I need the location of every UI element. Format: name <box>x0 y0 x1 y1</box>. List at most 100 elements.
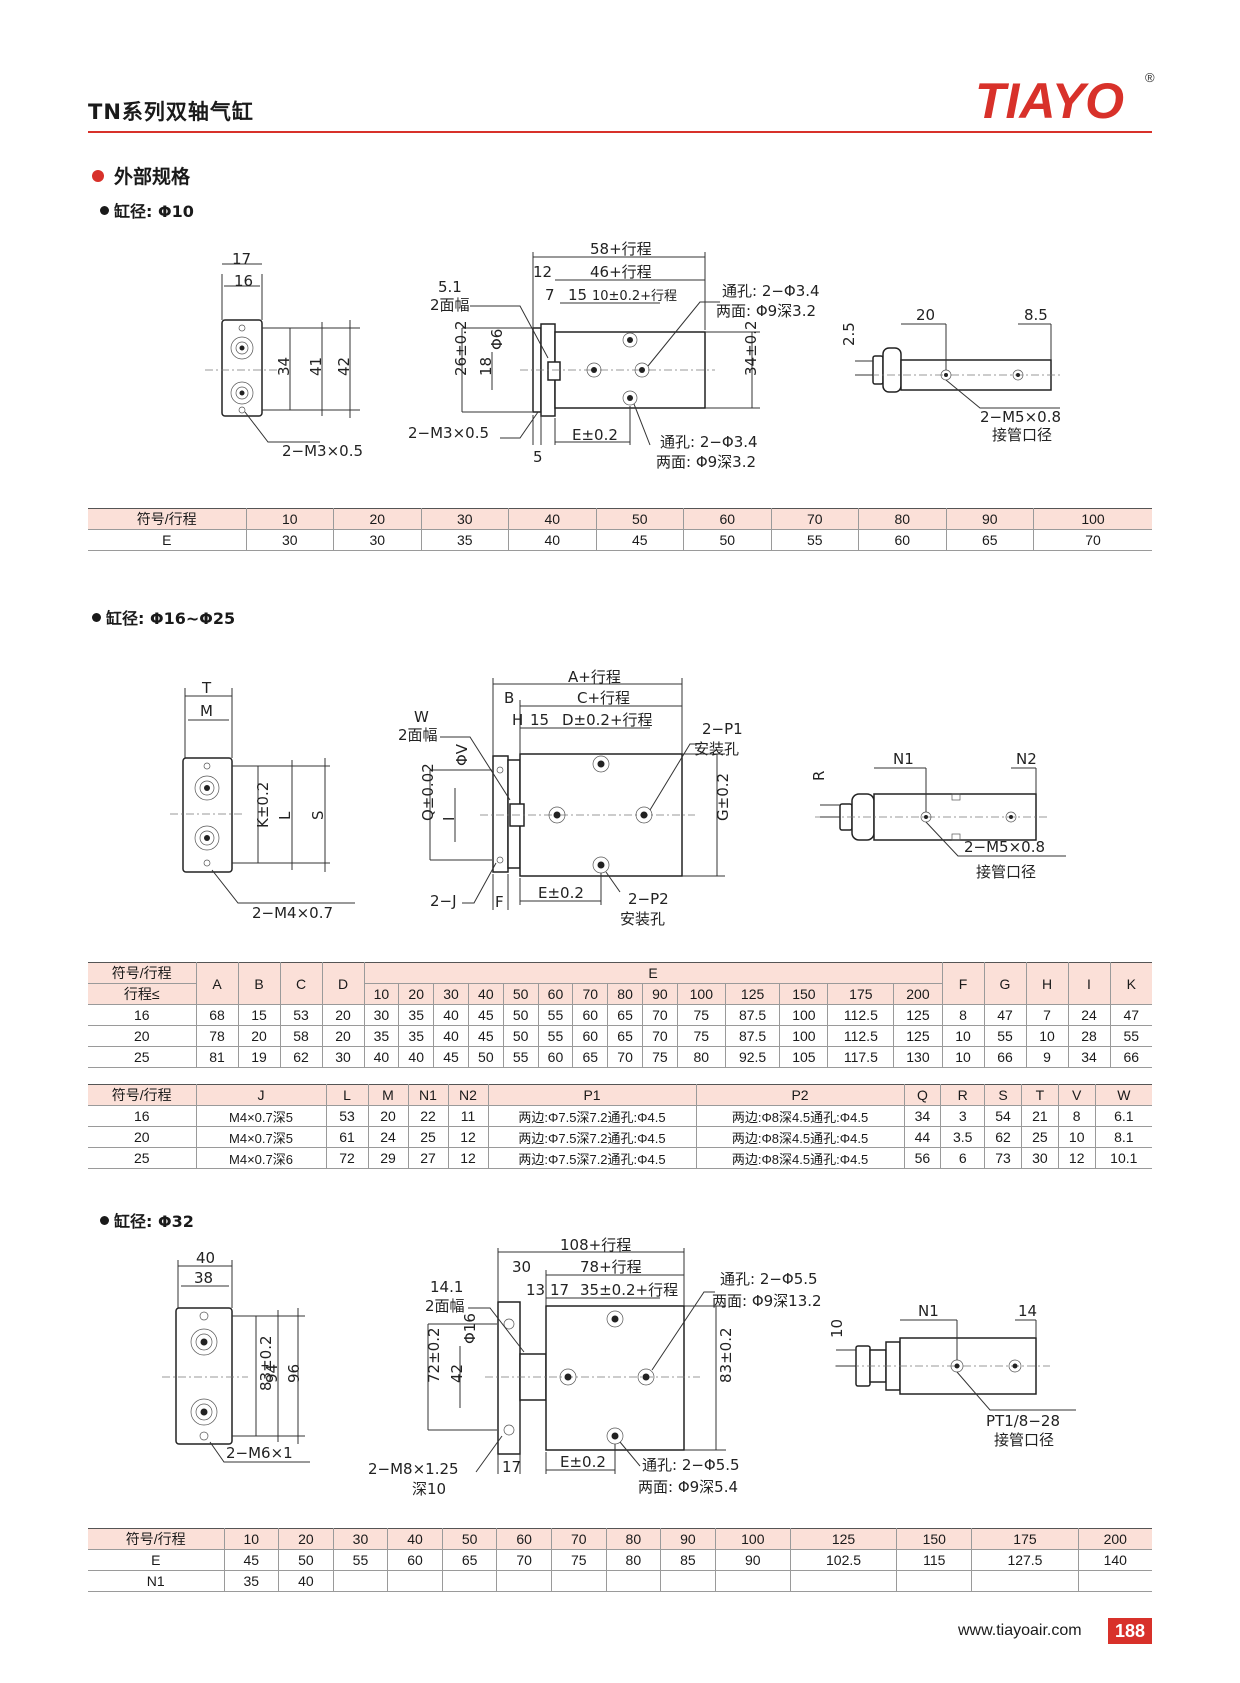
top-view-32: 10 N1 14 PT1/8−28 接管口径 <box>828 1302 1076 1449</box>
table-cell: 200 <box>893 983 942 1005</box>
red-dot-icon <box>92 169 104 182</box>
port-label: 2−M5×0.8 <box>980 408 1061 426</box>
table-cell: 7 <box>1025 1004 1068 1026</box>
front-view-10: 17 16 34 41 42 2−M3×0.5 <box>205 250 363 460</box>
table-cell: V <box>1057 1084 1096 1106</box>
table-cell: 35 <box>363 1025 399 1047</box>
table-cell: 125 <box>724 983 780 1005</box>
flat-label: 2面幅 <box>425 1297 465 1315</box>
table-cell: 30 <box>245 529 334 551</box>
table-cell: H <box>1025 962 1068 1005</box>
table-cell: C <box>279 962 322 1005</box>
hole-top-line1: 通孔: 2−Φ3.4 <box>722 282 820 300</box>
table-cell: F <box>941 962 984 1005</box>
table-cell <box>1077 1570 1152 1592</box>
table-cell: 19 <box>237 1046 280 1068</box>
table-cell: 50 <box>502 1025 539 1047</box>
table-cell: 40 <box>508 529 596 551</box>
side-view-32: 108+行程 78+行程 30 13 17 35±0.2+行程 14.1 2面幅… <box>368 1236 822 1498</box>
table-cell: 28 <box>1067 1025 1110 1047</box>
table-cell: 30 <box>333 529 421 551</box>
table-cell: 87.5 <box>724 1004 780 1026</box>
table-cell: 175 <box>971 1528 1079 1550</box>
table-cell: 60 <box>858 529 946 551</box>
table-cell: 200 <box>1077 1528 1152 1550</box>
drawing-bore-32: 40 38 83±0.2 94 96 2−M6×1 108+行程 78+行程 3… <box>162 1236 1076 1498</box>
table-cell: 3.5 <box>940 1126 985 1148</box>
dim-e: E±0.2 <box>572 426 618 444</box>
dim-46-stroke: 46+行程 <box>590 263 652 281</box>
table-cell: 50 <box>595 508 684 530</box>
table-cell: 12 <box>447 1147 488 1169</box>
table-cell: 符号/行程 <box>88 1084 196 1106</box>
front-thread-label: 2−M6×1 <box>226 1444 293 1462</box>
table-cell: 45 <box>595 529 684 551</box>
dim-108-stroke: 108+行程 <box>560 1236 631 1254</box>
table-cell: 115 <box>896 1549 972 1571</box>
table-cell: J <box>195 1084 326 1106</box>
port-caption: 接管口径 <box>992 426 1052 444</box>
table-cell: 29 <box>367 1147 408 1169</box>
table-cell: 10 <box>941 1046 984 1068</box>
table-cell: 55 <box>983 1025 1026 1047</box>
table-cell: M4×0.7深5 <box>195 1126 326 1148</box>
p2-line1: 2−P2 <box>628 890 669 908</box>
table-cell: 两边:Φ7.5深7.2通孔:Φ4.5 <box>487 1147 696 1169</box>
dim-l: L <box>276 811 294 820</box>
table-cell: 45 <box>467 1004 504 1026</box>
table-cell <box>714 1570 791 1592</box>
table-cell: 66 <box>1109 1046 1152 1068</box>
table-cell: 25 <box>407 1126 448 1148</box>
table-cell: 150 <box>896 1528 972 1550</box>
dim-q: Q±0.02 <box>419 763 437 821</box>
table-cell: 8.1 <box>1094 1126 1152 1148</box>
table-cell: 20 <box>321 1004 364 1026</box>
dim-2-5: 2.5 <box>840 322 858 346</box>
table-cell: 90 <box>660 1528 716 1550</box>
table-cell: 50 <box>467 1046 504 1068</box>
table-cell: 87.5 <box>724 1025 780 1047</box>
table-cell: 80 <box>605 1549 661 1571</box>
footer-url[interactable]: www.tiayoair.com <box>958 1622 1082 1639</box>
table-cell: G <box>983 962 1026 1005</box>
dim-n2: N2 <box>1016 750 1037 768</box>
page-number-badge: 188 <box>1108 1618 1152 1644</box>
table-cell: N1 <box>407 1084 448 1106</box>
table-header-row: 符号/行程 A B C D E F G H I K <box>88 962 1152 1005</box>
table-cell: 73 <box>984 1147 1022 1169</box>
table-cell: 30 <box>433 983 469 1005</box>
table-cell: 20 <box>321 1025 364 1047</box>
table-cell: 40 <box>398 1046 434 1068</box>
table-cell: 75 <box>550 1549 607 1571</box>
table-cell: 40 <box>508 508 596 530</box>
table-cell: M <box>367 1084 408 1106</box>
table-cell <box>387 1570 443 1592</box>
dim-72: 72±0.2 <box>425 1327 443 1383</box>
dim-c-stroke: C+行程 <box>577 689 630 707</box>
header-rule <box>88 131 1152 133</box>
table-cell: 102.5 <box>789 1549 897 1571</box>
table-cell: 45 <box>223 1549 279 1571</box>
dim-phi6: Φ6 <box>488 329 506 350</box>
table-cell: 80 <box>607 983 643 1005</box>
table-cell: 60 <box>496 1528 552 1550</box>
dim-83: 83±0.2 <box>257 1335 275 1391</box>
table-cell: 行程≤ <box>88 983 196 1005</box>
subtitle-label: 缸径: Φ32 <box>114 1212 194 1231</box>
dim-30: 30 <box>512 1258 531 1276</box>
dim-96: 96 <box>285 1364 303 1383</box>
table-cell: M4×0.7深6 <box>195 1147 326 1169</box>
table-cell: 175 <box>827 983 894 1005</box>
hole-top-line1: 通孔: 2−Φ5.5 <box>720 1270 818 1288</box>
table-cell: 130 <box>893 1046 942 1068</box>
dim-16: 16 <box>234 272 253 290</box>
dim-13: 13 <box>526 1281 545 1299</box>
table-cell: 65 <box>945 529 1034 551</box>
dim-k: K±0.2 <box>254 782 272 828</box>
table-cell: 62 <box>279 1046 322 1068</box>
